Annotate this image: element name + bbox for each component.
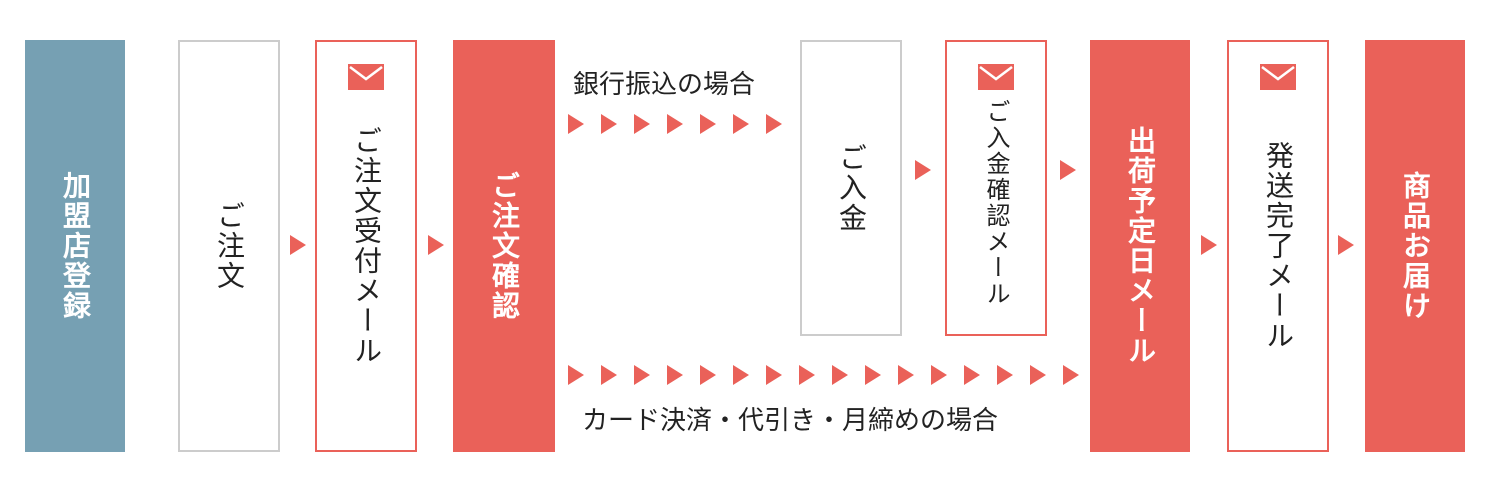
route-arrow-icon <box>733 365 749 385</box>
mail-icon <box>978 64 1014 90</box>
route-arrow-icon <box>700 114 716 134</box>
step-registration: 加盟店登録 <box>25 40 125 452</box>
step-payment: ご入金 <box>800 40 902 336</box>
route-arrow-icon <box>1030 365 1046 385</box>
step-order-received-mail-label: ご注文受付メール <box>350 126 383 366</box>
arrow-icon <box>915 160 931 180</box>
arrow-icon <box>1060 160 1076 180</box>
route-arrow-icon <box>667 114 683 134</box>
route-arrow-icon <box>766 114 782 134</box>
route-arrow-icon <box>931 365 947 385</box>
step-delivery-label: 商品お届け <box>1399 171 1432 321</box>
route-arrow-icon <box>799 365 815 385</box>
arrow-icon <box>1201 235 1217 255</box>
route-arrow-icon <box>568 114 584 134</box>
route-arrow-icon <box>997 365 1013 385</box>
step-order-confirmation-label: ご注文確認 <box>488 171 521 321</box>
route-arrow-icon <box>865 365 881 385</box>
route-arrow-icon <box>601 114 617 134</box>
step-order-confirmation: ご注文確認 <box>453 40 555 452</box>
arrow-icon <box>1338 235 1354 255</box>
step-shipping-schedule-mail-label: 出荷予定日メール <box>1124 126 1157 366</box>
route-arrow-icon <box>832 365 848 385</box>
route-arrow-icon <box>733 114 749 134</box>
arrow-icon <box>290 235 306 255</box>
route-arrow-icon <box>634 114 650 134</box>
step-payment-confirmation-mail: ご入金確認メール <box>945 40 1047 336</box>
step-payment-label: ご入金 <box>835 143 868 233</box>
route-card-cod-monthly-label: カード決済・代引き・月締めの場合 <box>582 406 999 436</box>
step-shipment-complete-mail-label: 発送完了メール <box>1262 141 1295 351</box>
step-shipping-schedule-mail: 出荷予定日メール <box>1090 40 1190 452</box>
route-arrow-icon <box>898 365 914 385</box>
route-arrow-icon <box>568 365 584 385</box>
route-arrow-icon <box>766 365 782 385</box>
route-arrow-icon <box>700 365 716 385</box>
step-registration-label: 加盟店登録 <box>59 171 92 321</box>
step-payment-confirmation-mail-label: ご入金確認メール <box>982 99 1010 307</box>
route-arrow-icon <box>667 365 683 385</box>
step-order-label: ご注文 <box>213 201 246 291</box>
route-arrow-icon <box>964 365 980 385</box>
route-arrow-icon <box>1063 365 1079 385</box>
step-order-received-mail: ご注文受付メール <box>315 40 417 452</box>
route-arrow-icon <box>601 365 617 385</box>
step-delivery: 商品お届け <box>1365 40 1465 452</box>
step-shipment-complete-mail: 発送完了メール <box>1227 40 1329 452</box>
step-order: ご注文 <box>178 40 280 452</box>
mail-icon <box>348 64 384 90</box>
route-arrow-icon <box>634 365 650 385</box>
route-bank-transfer-label: 銀行振込の場合 <box>573 70 756 100</box>
mail-icon <box>1260 64 1296 90</box>
arrow-icon <box>428 235 444 255</box>
